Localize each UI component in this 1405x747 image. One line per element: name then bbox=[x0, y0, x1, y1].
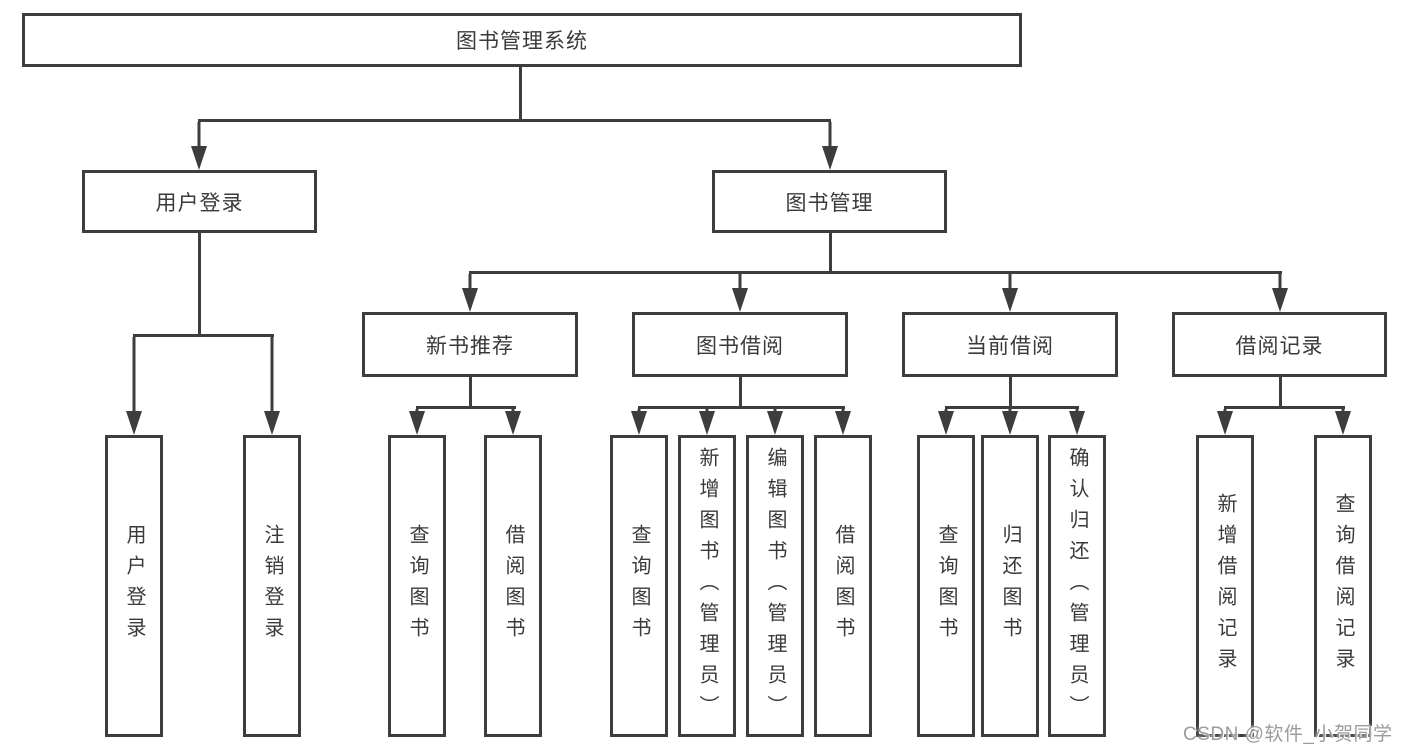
node-new-book-recommend: 新书推荐 bbox=[362, 312, 578, 377]
arrow-cb-return-books bbox=[1002, 409, 1018, 435]
connector-new-book-bar bbox=[416, 406, 516, 409]
leaf-br-add-record: 新增借阅记录 bbox=[1196, 435, 1254, 737]
node-book-management-group: 图书管理 bbox=[712, 170, 947, 233]
connector-current-borrow-bar bbox=[945, 406, 1079, 409]
leaf-bb-borrow-books: 借阅图书 bbox=[814, 435, 872, 737]
connector-root-stub bbox=[519, 65, 522, 122]
leaf-bb-edit-books-admin: 编辑图书（管理员） bbox=[746, 435, 804, 737]
node-user-login-group: 用户登录 bbox=[82, 170, 317, 233]
connector-user-login-bar bbox=[133, 334, 274, 337]
leaf-user-login: 用户登录 bbox=[105, 435, 163, 737]
arrow-bb-edit-books bbox=[767, 409, 783, 435]
connector-borrow-records-bar bbox=[1224, 406, 1345, 409]
leaf-logout: 注销登录 bbox=[243, 435, 301, 737]
connector-user-login-stub bbox=[198, 233, 201, 337]
arrow-cb-query-books bbox=[938, 409, 954, 435]
arrow-to-new-book-recommend bbox=[462, 274, 478, 312]
connector-book-management-stub bbox=[829, 233, 832, 274]
connector-book-borrow-bar bbox=[638, 406, 845, 409]
arrow-to-current-borrow bbox=[1002, 274, 1018, 312]
leaf-nb-borrow-books: 借阅图书 bbox=[484, 435, 542, 737]
connector-book-management-bar bbox=[469, 271, 1282, 274]
leaf-bb-add-books-admin: 新增图书（管理员） bbox=[678, 435, 736, 737]
leaf-bb-query-books: 查询图书 bbox=[610, 435, 668, 737]
connector-borrow-records-stub bbox=[1279, 377, 1282, 409]
arrow-to-user-login bbox=[191, 122, 207, 170]
node-current-borrow: 当前借阅 bbox=[902, 312, 1118, 377]
node-library-management-system: 图书管理系统 bbox=[22, 13, 1022, 67]
arrow-nb-query-books bbox=[409, 409, 425, 435]
connector-book-borrow-stub bbox=[739, 377, 742, 409]
arrow-br-query-record bbox=[1335, 409, 1351, 435]
arrow-to-leaf-user-login bbox=[126, 337, 142, 435]
node-borrow-records: 借阅记录 bbox=[1172, 312, 1387, 377]
arrow-cb-confirm-return bbox=[1069, 409, 1085, 435]
arrow-bb-query-books bbox=[631, 409, 647, 435]
leaf-br-query-record: 查询借阅记录 bbox=[1314, 435, 1372, 737]
node-book-borrow: 图书借阅 bbox=[632, 312, 848, 377]
connector-new-book-stub bbox=[469, 377, 472, 409]
arrow-br-add-record bbox=[1217, 409, 1233, 435]
arrow-nb-borrow-books bbox=[505, 409, 521, 435]
leaf-cb-confirm-return-admin: 确认归还（管理员） bbox=[1048, 435, 1106, 737]
arrow-to-book-management bbox=[822, 122, 838, 170]
csdn-watermark: CSDN @软件_小贺同学 bbox=[1183, 724, 1393, 745]
arrow-bb-borrow-books bbox=[835, 409, 851, 435]
connector-root-bar bbox=[198, 119, 831, 122]
arrow-to-book-borrow bbox=[732, 274, 748, 312]
arrow-to-borrow-records bbox=[1272, 274, 1288, 312]
arrow-bb-add-books bbox=[699, 409, 715, 435]
arrow-to-leaf-logout bbox=[264, 337, 280, 435]
leaf-cb-return-books: 归还图书 bbox=[981, 435, 1039, 737]
connector-current-borrow-stub bbox=[1009, 377, 1012, 409]
leaf-cb-query-books: 查询图书 bbox=[917, 435, 975, 737]
leaf-nb-query-books: 查询图书 bbox=[388, 435, 446, 737]
